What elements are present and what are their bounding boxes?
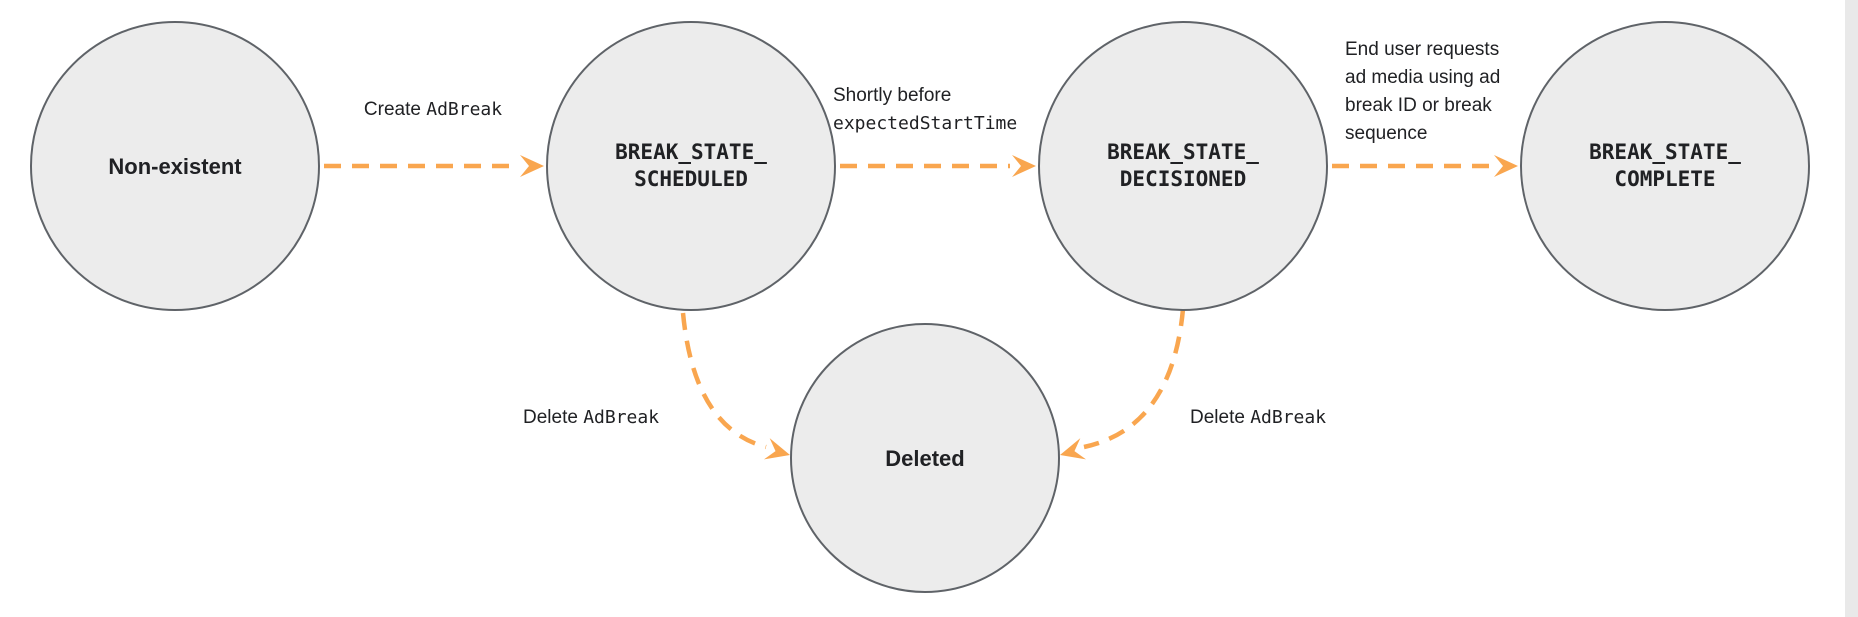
arrow-create-adbreak-head — [520, 155, 544, 177]
label-line-3: break ID or break — [1345, 95, 1492, 116]
arrow-complete-head — [1494, 155, 1518, 177]
label-code: AdBreak — [583, 407, 660, 428]
arrow-delete-decisioned-line — [1083, 308, 1186, 450]
state-label-break-state-decisioned: BREAK_STATE_ DECISIONED — [1107, 139, 1259, 193]
state-node-non-existent: Non-existent — [30, 21, 320, 311]
state-label-line2: DECISIONED — [1119, 167, 1247, 191]
state-label-line1: BREAK_STATE_ — [615, 140, 767, 164]
transition-label-delete-adbreak-left: Delete AdBreak — [523, 404, 659, 432]
label-text: Create — [363, 99, 427, 120]
state-node-break-state-scheduled: BREAK_STATE_ SCHEDULED — [546, 21, 836, 311]
label-code: AdBreak — [1250, 407, 1327, 428]
label-code: AdBreak — [426, 99, 503, 120]
transition-label-delete-adbreak-right: Delete AdBreak — [1190, 404, 1326, 432]
label-line-4: sequence — [1345, 123, 1428, 144]
right-edge-strip — [1845, 0, 1858, 617]
label-text: Shortly before — [833, 85, 952, 106]
transition-label-end-user-requests: End user requests ad media using ad brea… — [1345, 36, 1500, 148]
label-line-2: ad media using ad — [1345, 67, 1501, 88]
arrow-delete-scheduled-head — [763, 438, 790, 460]
state-node-deleted: Deleted — [790, 323, 1060, 593]
state-label-break-state-complete: BREAK_STATE_ COMPLETE — [1589, 139, 1741, 193]
state-label-break-state-scheduled: BREAK_STATE_ SCHEDULED — [615, 139, 767, 193]
label-line-1: End user requests — [1345, 39, 1500, 60]
state-label-deleted: Deleted — [885, 445, 965, 471]
transition-label-shortly-before: Shortly before expectedStartTime — [833, 82, 1017, 138]
state-label-non-existent: Non-existent — [108, 153, 242, 179]
state-label-line2: SCHEDULED — [634, 167, 748, 191]
state-label-line2: COMPLETE — [1614, 167, 1716, 191]
state-node-break-state-complete: BREAK_STATE_ COMPLETE — [1520, 21, 1810, 311]
arrow-delete-decisioned-head — [1060, 438, 1087, 460]
label-text: Delete — [1190, 407, 1251, 428]
state-label-line1: BREAK_STATE_ — [1107, 140, 1259, 164]
label-code: expectedStartTime — [833, 113, 1018, 134]
arrow-delete-scheduled-line — [680, 312, 767, 450]
arrow-decision-head — [1012, 155, 1036, 177]
state-node-break-state-decisioned: BREAK_STATE_ DECISIONED — [1038, 21, 1328, 311]
label-text: Delete — [523, 407, 584, 428]
transition-label-create-adbreak: Create AdBreak — [364, 96, 502, 124]
state-label-line1: BREAK_STATE_ — [1589, 140, 1741, 164]
